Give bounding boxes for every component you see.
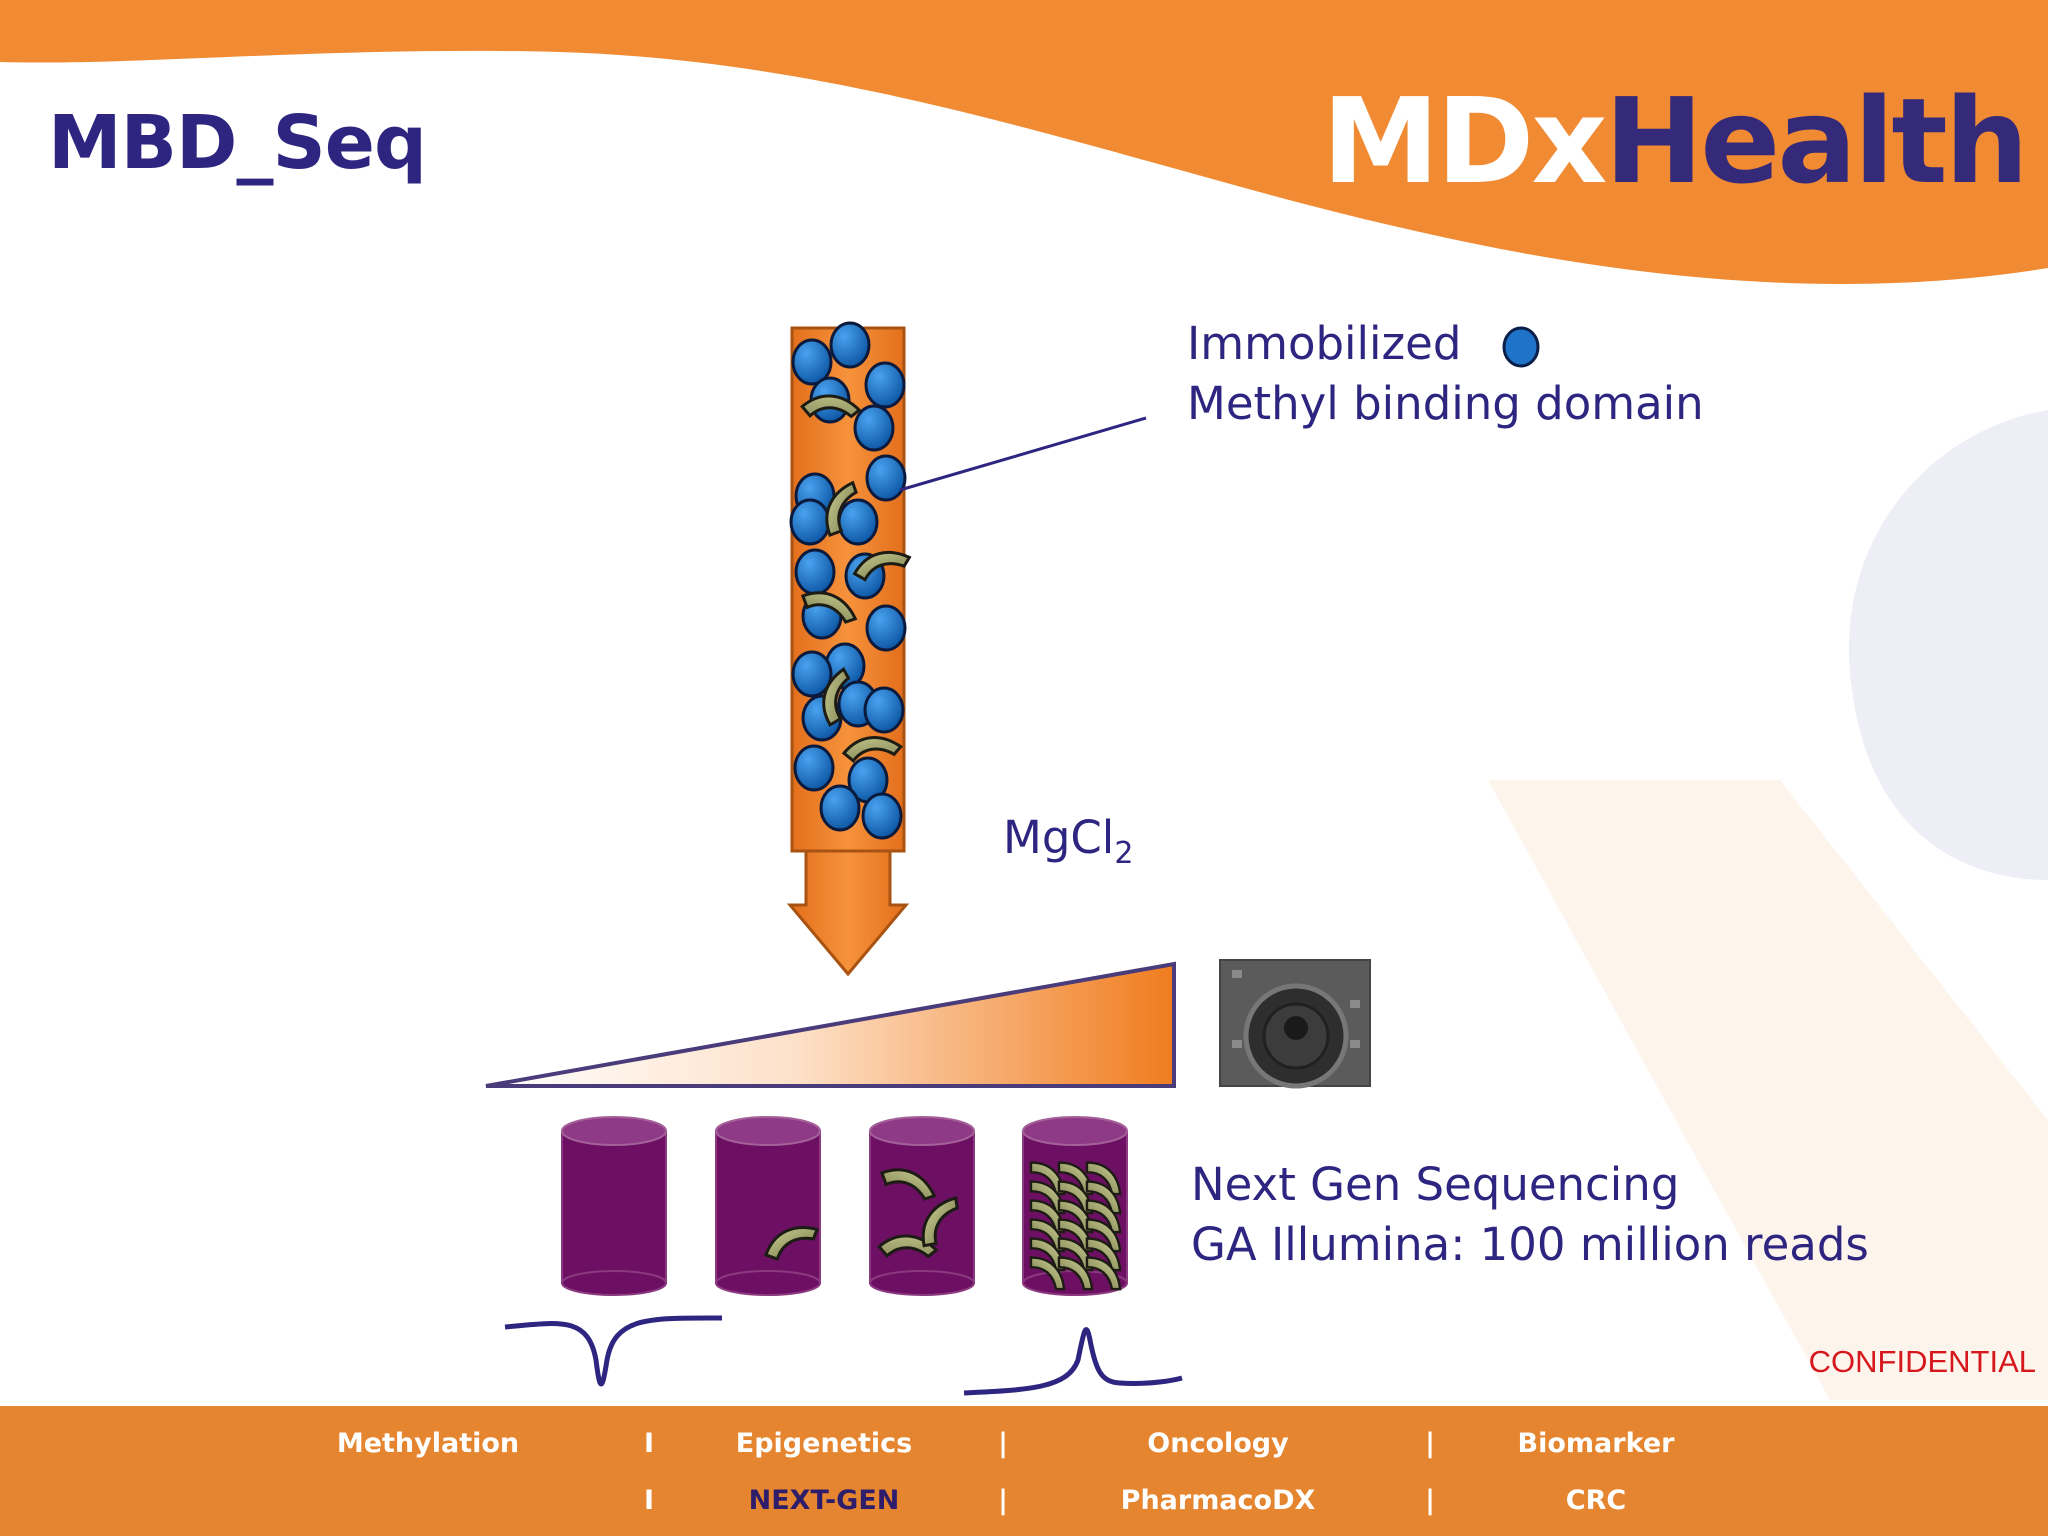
bead-icon (864, 361, 906, 409)
bead-icon (863, 686, 905, 734)
dna-fragment-icon (825, 480, 858, 538)
footer-next-gen: NEXT-GEN (748, 1485, 900, 1516)
callout-line (899, 416, 1147, 492)
depletion-curve (504, 1315, 723, 1387)
footer-separator: I (643, 1485, 655, 1516)
sequencing-tube (561, 1116, 667, 1296)
logo-mdx: MDx (1322, 72, 1607, 210)
footer-separator: | (998, 1485, 1008, 1516)
footer-biomarker: Biomarker (1517, 1428, 1675, 1459)
bead-icon (789, 498, 831, 546)
dna-fragment-icon (879, 1168, 937, 1201)
mdxhealth-logo: MDxHealth (1322, 72, 2029, 210)
bead-icon (861, 792, 903, 840)
dna-fragment-icon (822, 667, 851, 727)
confidential-label: CONFIDENTIAL (1808, 1344, 2036, 1379)
sequencing-tube (715, 1116, 821, 1296)
bead-icon (853, 404, 895, 452)
footer-separator: | (1425, 1428, 1435, 1459)
footer-crc: CRC (1565, 1485, 1627, 1516)
mgcl2-label: MgCl2 (1003, 808, 1133, 884)
footer-oncology: Oncology (1147, 1428, 1289, 1459)
bead-icon (829, 321, 871, 369)
footer-bar: Methylation I Epigenetics | Oncology | B… (0, 1406, 2048, 1536)
mgcl2-subscript: 2 (1114, 836, 1134, 871)
dna-fragment-icon (1057, 1256, 1094, 1291)
salt-gradient-wedge (485, 961, 1176, 1088)
bead-icon (865, 454, 907, 502)
enrichment-peak-curve (963, 1327, 1183, 1396)
dna-fragment-icon (763, 1226, 820, 1261)
bead-icon (865, 604, 907, 652)
bead-icon (1502, 326, 1540, 368)
footer-separator: | (1425, 1485, 1435, 1516)
sequencing-tube (869, 1116, 975, 1296)
mgcl2-base: MgCl (1003, 811, 1115, 864)
bead-cluster (789, 321, 907, 840)
footer-pharmacodx: PharmacoDX (1120, 1485, 1316, 1516)
dna-fragment-icon (852, 550, 912, 582)
mbd-label: Methyl binding domain (1187, 377, 1704, 430)
bead-icon (794, 548, 836, 596)
dna-fragment-icon (1029, 1256, 1066, 1291)
dna-fragment-cluster (800, 394, 912, 764)
logo-health: Health (1604, 72, 2029, 210)
illumina-label: GA Illumina: 100 million reads (1191, 1218, 1869, 1271)
ngs-label: Next Gen Sequencing (1191, 1158, 1680, 1211)
bead-icon (791, 650, 833, 698)
background-decoration (0, 0, 2048, 1400)
footer-separator: I (643, 1428, 655, 1459)
dna-fragment-icon (800, 394, 862, 419)
bead-icon (791, 338, 833, 386)
bead-icon (837, 498, 879, 546)
bead-icon (793, 744, 835, 792)
mbd-column (786, 321, 912, 977)
dna-fragment-icon (1085, 1256, 1122, 1291)
dna-fragment-icon (841, 736, 904, 764)
dna-fragment-icon (921, 1196, 959, 1248)
bead-icon (819, 784, 861, 832)
sequencing-tubes (561, 1116, 1128, 1296)
footer-separator: | (998, 1428, 1008, 1459)
footer-methylation: Methylation (336, 1428, 520, 1459)
sequencer-dial-icon (1219, 959, 1371, 1089)
slide-title: MBD_Seq (48, 100, 427, 186)
dna-fragment-icon (800, 591, 858, 624)
footer-epigenetics: Epigenetics (735, 1428, 913, 1459)
immobilized-label: Immobilized (1187, 317, 1462, 370)
